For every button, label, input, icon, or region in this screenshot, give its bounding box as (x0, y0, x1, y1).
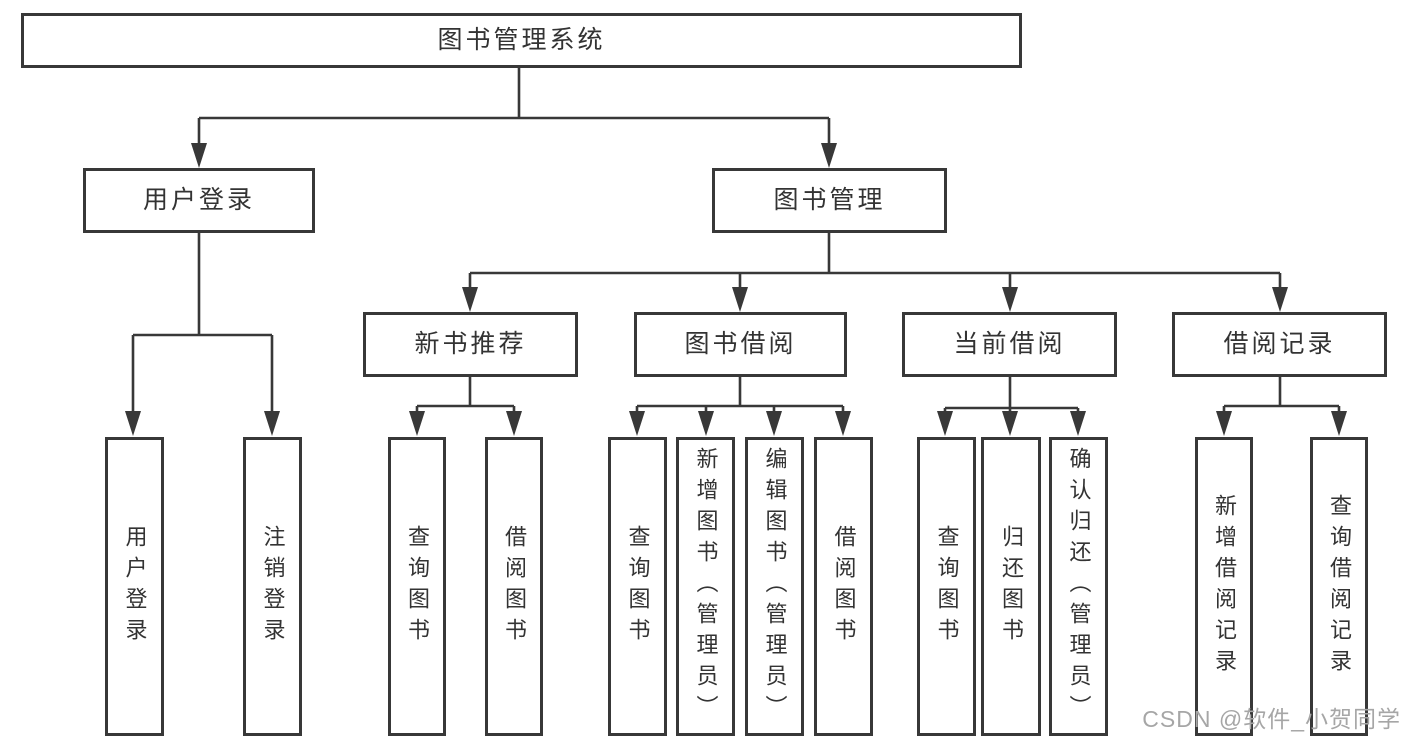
leaf-label: 借阅图书 (502, 524, 527, 649)
leaf-label: 新增图书（管理员） (693, 447, 719, 726)
leaf-query-books-recommend: 查询图书 (388, 437, 446, 736)
node-label: 图书管理 (773, 186, 886, 214)
node-label: 用户登录 (142, 186, 255, 214)
node-label: 新书推荐 (414, 330, 527, 358)
leaf-label: 归还图书 (999, 524, 1024, 649)
leaf-borrow-books-recommend: 借阅图书 (485, 437, 543, 736)
node-label: 图书借阅 (684, 330, 797, 358)
leaf-query-books-current: 查询图书 (917, 437, 976, 736)
node-library-management-system: 图书管理系统 (21, 13, 1022, 68)
leaf-return-book: 归还图书 (981, 437, 1041, 736)
leaf-borrow-books: 借阅图书 (814, 437, 873, 736)
node-book-management: 图书管理 (712, 168, 947, 233)
leaf-label: 新增借阅记录 (1212, 493, 1237, 680)
leaf-label: 编辑图书（管理员） (762, 447, 788, 726)
leaf-label: 注销登录 (260, 524, 286, 649)
leaf-logout: 注销登录 (243, 437, 302, 736)
leaf-add-borrow-record: 新增借阅记录 (1195, 437, 1253, 736)
leaf-label: 查询图书 (625, 524, 651, 649)
leaf-add-book-admin: 新增图书（管理员） (676, 437, 735, 736)
leaf-query-borrow-record: 查询借阅记录 (1310, 437, 1368, 736)
leaf-label: 用户登录 (122, 524, 148, 649)
leaf-label: 查询图书 (405, 524, 430, 649)
leaf-query-books-borrow: 查询图书 (608, 437, 667, 736)
node-book-borrowing: 图书借阅 (634, 312, 847, 377)
arrowheads (125, 143, 1347, 436)
node-label: 借阅记录 (1223, 330, 1336, 358)
node-user-login: 用户登录 (83, 168, 315, 233)
csdn-watermark: CSDN @软件_小贺同学 (1142, 706, 1401, 732)
leaf-label: 查询图书 (934, 524, 960, 649)
node-new-book-recommend: 新书推荐 (363, 312, 578, 377)
leaf-user-login: 用户登录 (105, 437, 164, 736)
leaf-label: 借阅图书 (831, 524, 857, 649)
leaf-label: 查询借阅记录 (1327, 493, 1352, 680)
node-borrowing-records: 借阅记录 (1172, 312, 1387, 377)
leaf-confirm-return-admin: 确认归还（管理员） (1049, 437, 1108, 736)
node-label: 图书管理系统 (437, 26, 606, 54)
node-label: 当前借阅 (953, 330, 1066, 358)
leaf-label: 确认归还（管理员） (1066, 447, 1092, 726)
leaf-edit-book-admin: 编辑图书（管理员） (745, 437, 804, 736)
node-current-borrowing: 当前借阅 (902, 312, 1117, 377)
